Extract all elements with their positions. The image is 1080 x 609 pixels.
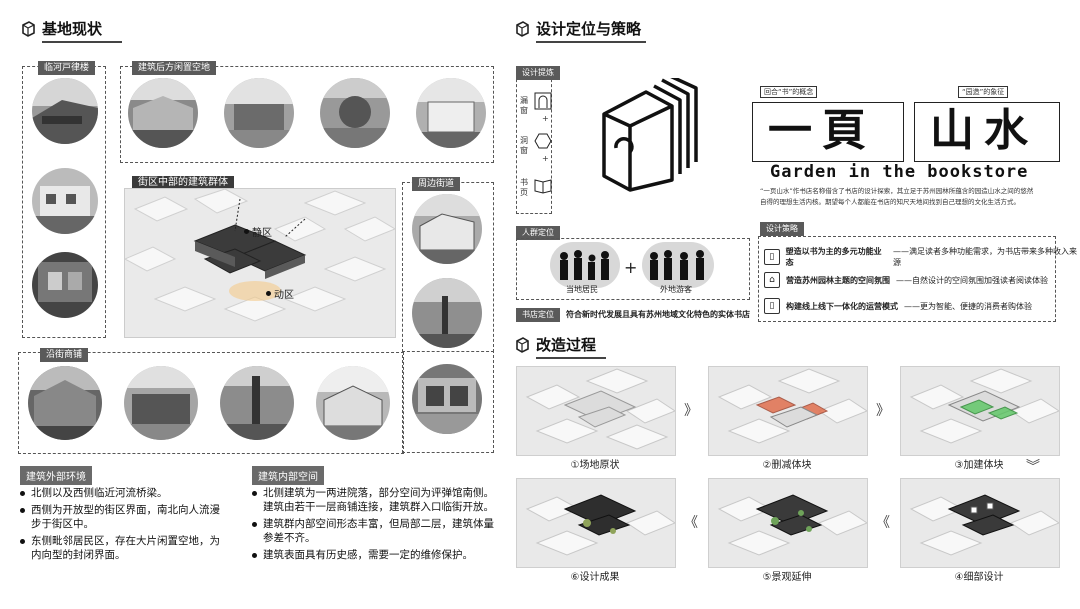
book-logo-icon [596, 74, 702, 194]
list-item: 东侧毗邻居民区，存在大片闲置空地，为内向型的封闭界面。 [20, 534, 230, 562]
arrow-right-icon: 》 [684, 403, 698, 419]
strategy-item-1: ▯ 塑造以书为主的多元功能业态——满足读者多种功能需求，为书店带来多种收入来源 [764, 246, 1080, 268]
marker-dot [266, 291, 271, 296]
stage-3-image [900, 366, 1060, 456]
photo-street-2 [412, 278, 482, 348]
title-box-left [752, 102, 904, 162]
tag-along-street: 沿街商铺 [40, 348, 89, 362]
store-positioning-text: 符合新时代发展且具有苏州地域文化特色的实体书店 [566, 310, 750, 319]
title-underline [536, 41, 646, 43]
strategy-item-2: ⌂ 营造苏州园林主题的空间氛围——自然设计的空间氛围加强读者阅读体验 [764, 272, 1048, 288]
along-street-frame [18, 352, 404, 454]
photo-shop-4 [316, 366, 390, 440]
photo-open-space-1 [128, 78, 198, 148]
stage-4-image [900, 478, 1060, 568]
list-item: 建筑表面具有历史感，需要一定的维修保护。 [252, 548, 496, 562]
concept-label-2: 洞窗 [520, 136, 528, 155]
title-description: “一页山水”作书店名称借含了书店的设计探索，其立足于苏州园林所蕴含的园造山水之间… [760, 187, 1034, 206]
english-title: Garden in the bookstore [770, 162, 1029, 182]
along-street-frame-right [402, 350, 494, 453]
stage-3-label: ③加建体块 [954, 460, 1004, 471]
stage-5-image [708, 478, 868, 568]
active-zone-label: 动区 [266, 286, 294, 301]
photo-open-space-2 [224, 78, 294, 148]
tourists-label: 外地游客 [660, 285, 692, 294]
phone-icon: ▯ [764, 298, 780, 314]
plus-sign: + [624, 258, 638, 277]
interior-title: 建筑内部空间 [252, 466, 324, 485]
design-positioning-title: 设计定位与策略 [514, 18, 646, 43]
cube-icon [516, 336, 529, 353]
photo-shop-2 [124, 366, 198, 440]
title-chars-left: 一頁 [768, 105, 876, 156]
plus-sign: + [542, 154, 549, 163]
photo-street-1 [412, 194, 482, 264]
tag-store: 书店定位 [516, 308, 560, 322]
tag-surrounding-street: 周边街道 [412, 177, 461, 191]
strategy-frame [758, 236, 1056, 322]
photo-shop-3 [220, 366, 294, 440]
renovation-process-title: 改造过程 [514, 334, 606, 359]
cube-icon [22, 20, 35, 37]
photo-riverside-1 [32, 78, 98, 144]
open-book-icon [534, 176, 552, 194]
tag-central-cluster: 街区中部的建筑群体 [132, 176, 234, 190]
residents-group [550, 242, 620, 288]
stage-5-label: ⑤景观延伸 [762, 572, 812, 583]
arrow-left-icon: 《 [876, 515, 890, 531]
title-underline [42, 41, 122, 43]
aerial-map [124, 188, 396, 338]
title-underline [536, 357, 606, 359]
plus-sign: + [542, 114, 549, 123]
note-right: “园造”的象征 [958, 86, 1009, 98]
arrow-right-icon: 》 [876, 403, 890, 419]
concept-label-1: 漏窗 [520, 96, 528, 115]
strategy-item-3: ▯ 构建线上线下一体化的运营模式——更为智能、便捷的消费者购体验 [764, 298, 1032, 314]
hexagon-icon [534, 132, 552, 150]
photo-street-3 [412, 364, 482, 434]
list-item: 北侧建筑为一两进院落，部分空间为评弹馆南侧。建筑由若干一层商铺连接，建筑群入口临… [252, 486, 496, 514]
title-box-right [914, 102, 1060, 162]
photo-riverside-2 [32, 168, 98, 234]
home-icon: ⌂ [764, 272, 780, 288]
title-chars-right: 山水 [930, 105, 1038, 156]
stage-6-label: ⑥设计成果 [570, 572, 620, 583]
interior-list: 北侧建筑为一两进院落，部分空间为评弹馆南侧。建筑由若干一层商铺连接，建筑群入口临… [252, 486, 496, 565]
book-icon: ▯ [764, 249, 780, 265]
tag-riverside: 临河戸律楼 [38, 61, 96, 75]
stage-1-image [516, 366, 676, 456]
cube-icon [516, 20, 529, 37]
stage-6-image [516, 478, 676, 568]
stage-2-image [708, 366, 868, 456]
photo-open-space-4 [416, 78, 486, 148]
tag-people: 人群定位 [516, 226, 560, 240]
marker-dot [244, 229, 249, 234]
stage-1-label: ①场地原状 [570, 460, 620, 471]
tourists-group [642, 242, 714, 288]
window-icon [534, 92, 552, 110]
concept-label-3: 书页 [520, 178, 528, 197]
photo-riverside-3 [32, 252, 98, 318]
list-item: 建筑群内部空间形态丰富，但局部二层，建筑体量参差不齐。 [252, 517, 496, 545]
arrow-left-icon: 《 [684, 515, 698, 531]
photo-open-space-3 [320, 78, 390, 148]
photo-shop-1 [28, 366, 102, 440]
tag-open-space: 建筑后方闲置空地 [132, 61, 217, 75]
stage-2-label: ②删减体块 [762, 460, 812, 471]
site-status-title: 基地现状 [20, 18, 122, 43]
note-left: 回合“书”的概念 [760, 86, 818, 98]
residents-label: 当地居民 [566, 285, 598, 294]
arrow-down-icon: ︾ [1026, 459, 1040, 475]
list-item: 西侧为开放型的街区界面，南北向人流漫步于街区中。 [20, 503, 230, 531]
stage-4-label: ④细部设计 [954, 572, 1004, 583]
open-space-frame [120, 66, 494, 163]
exterior-list: 北侧以及西侧临近河流桥梁。 西侧为开放型的街区界面，南北向人流漫步于街区中。 东… [20, 486, 230, 565]
tag-strategy: 设计策略 [760, 222, 804, 236]
exterior-title: 建筑外部环境 [20, 466, 92, 485]
quiet-zone-label: 静区 [244, 224, 272, 239]
people-frame [516, 238, 750, 300]
list-item: 北侧以及西侧临近河流桥梁。 [20, 486, 230, 500]
tag-concept: 设计提炼 [516, 66, 560, 80]
